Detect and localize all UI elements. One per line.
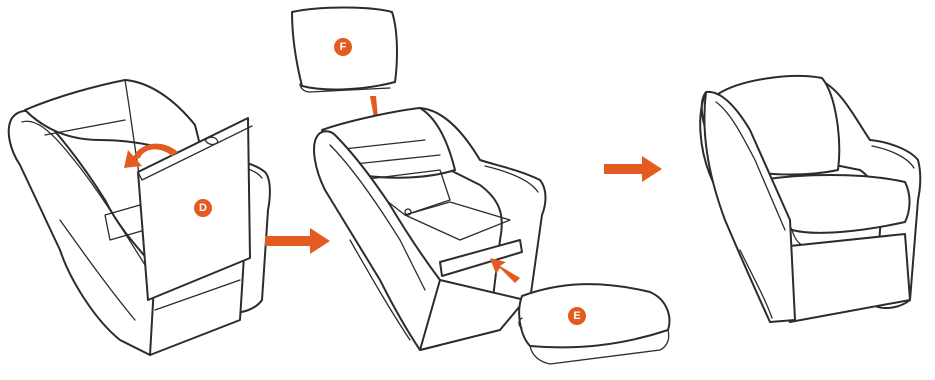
step-arrow-1 [265,228,330,254]
badge-e: E [568,307,586,325]
back-panel-d [137,117,251,301]
badge-f-label: F [340,41,347,53]
arrow-e [490,258,520,283]
step-3-chair [699,75,922,323]
step-1-chair [7,79,271,356]
rotate-arrow [132,143,178,160]
badge-e-label: E [573,310,580,322]
seat-cushion-e [518,283,671,349]
badge-d: D [194,199,212,217]
step-arrow-2 [604,156,662,182]
badge-f: F [334,38,352,56]
step-2-chair [291,6,671,365]
badge-d-label: D [199,202,207,214]
